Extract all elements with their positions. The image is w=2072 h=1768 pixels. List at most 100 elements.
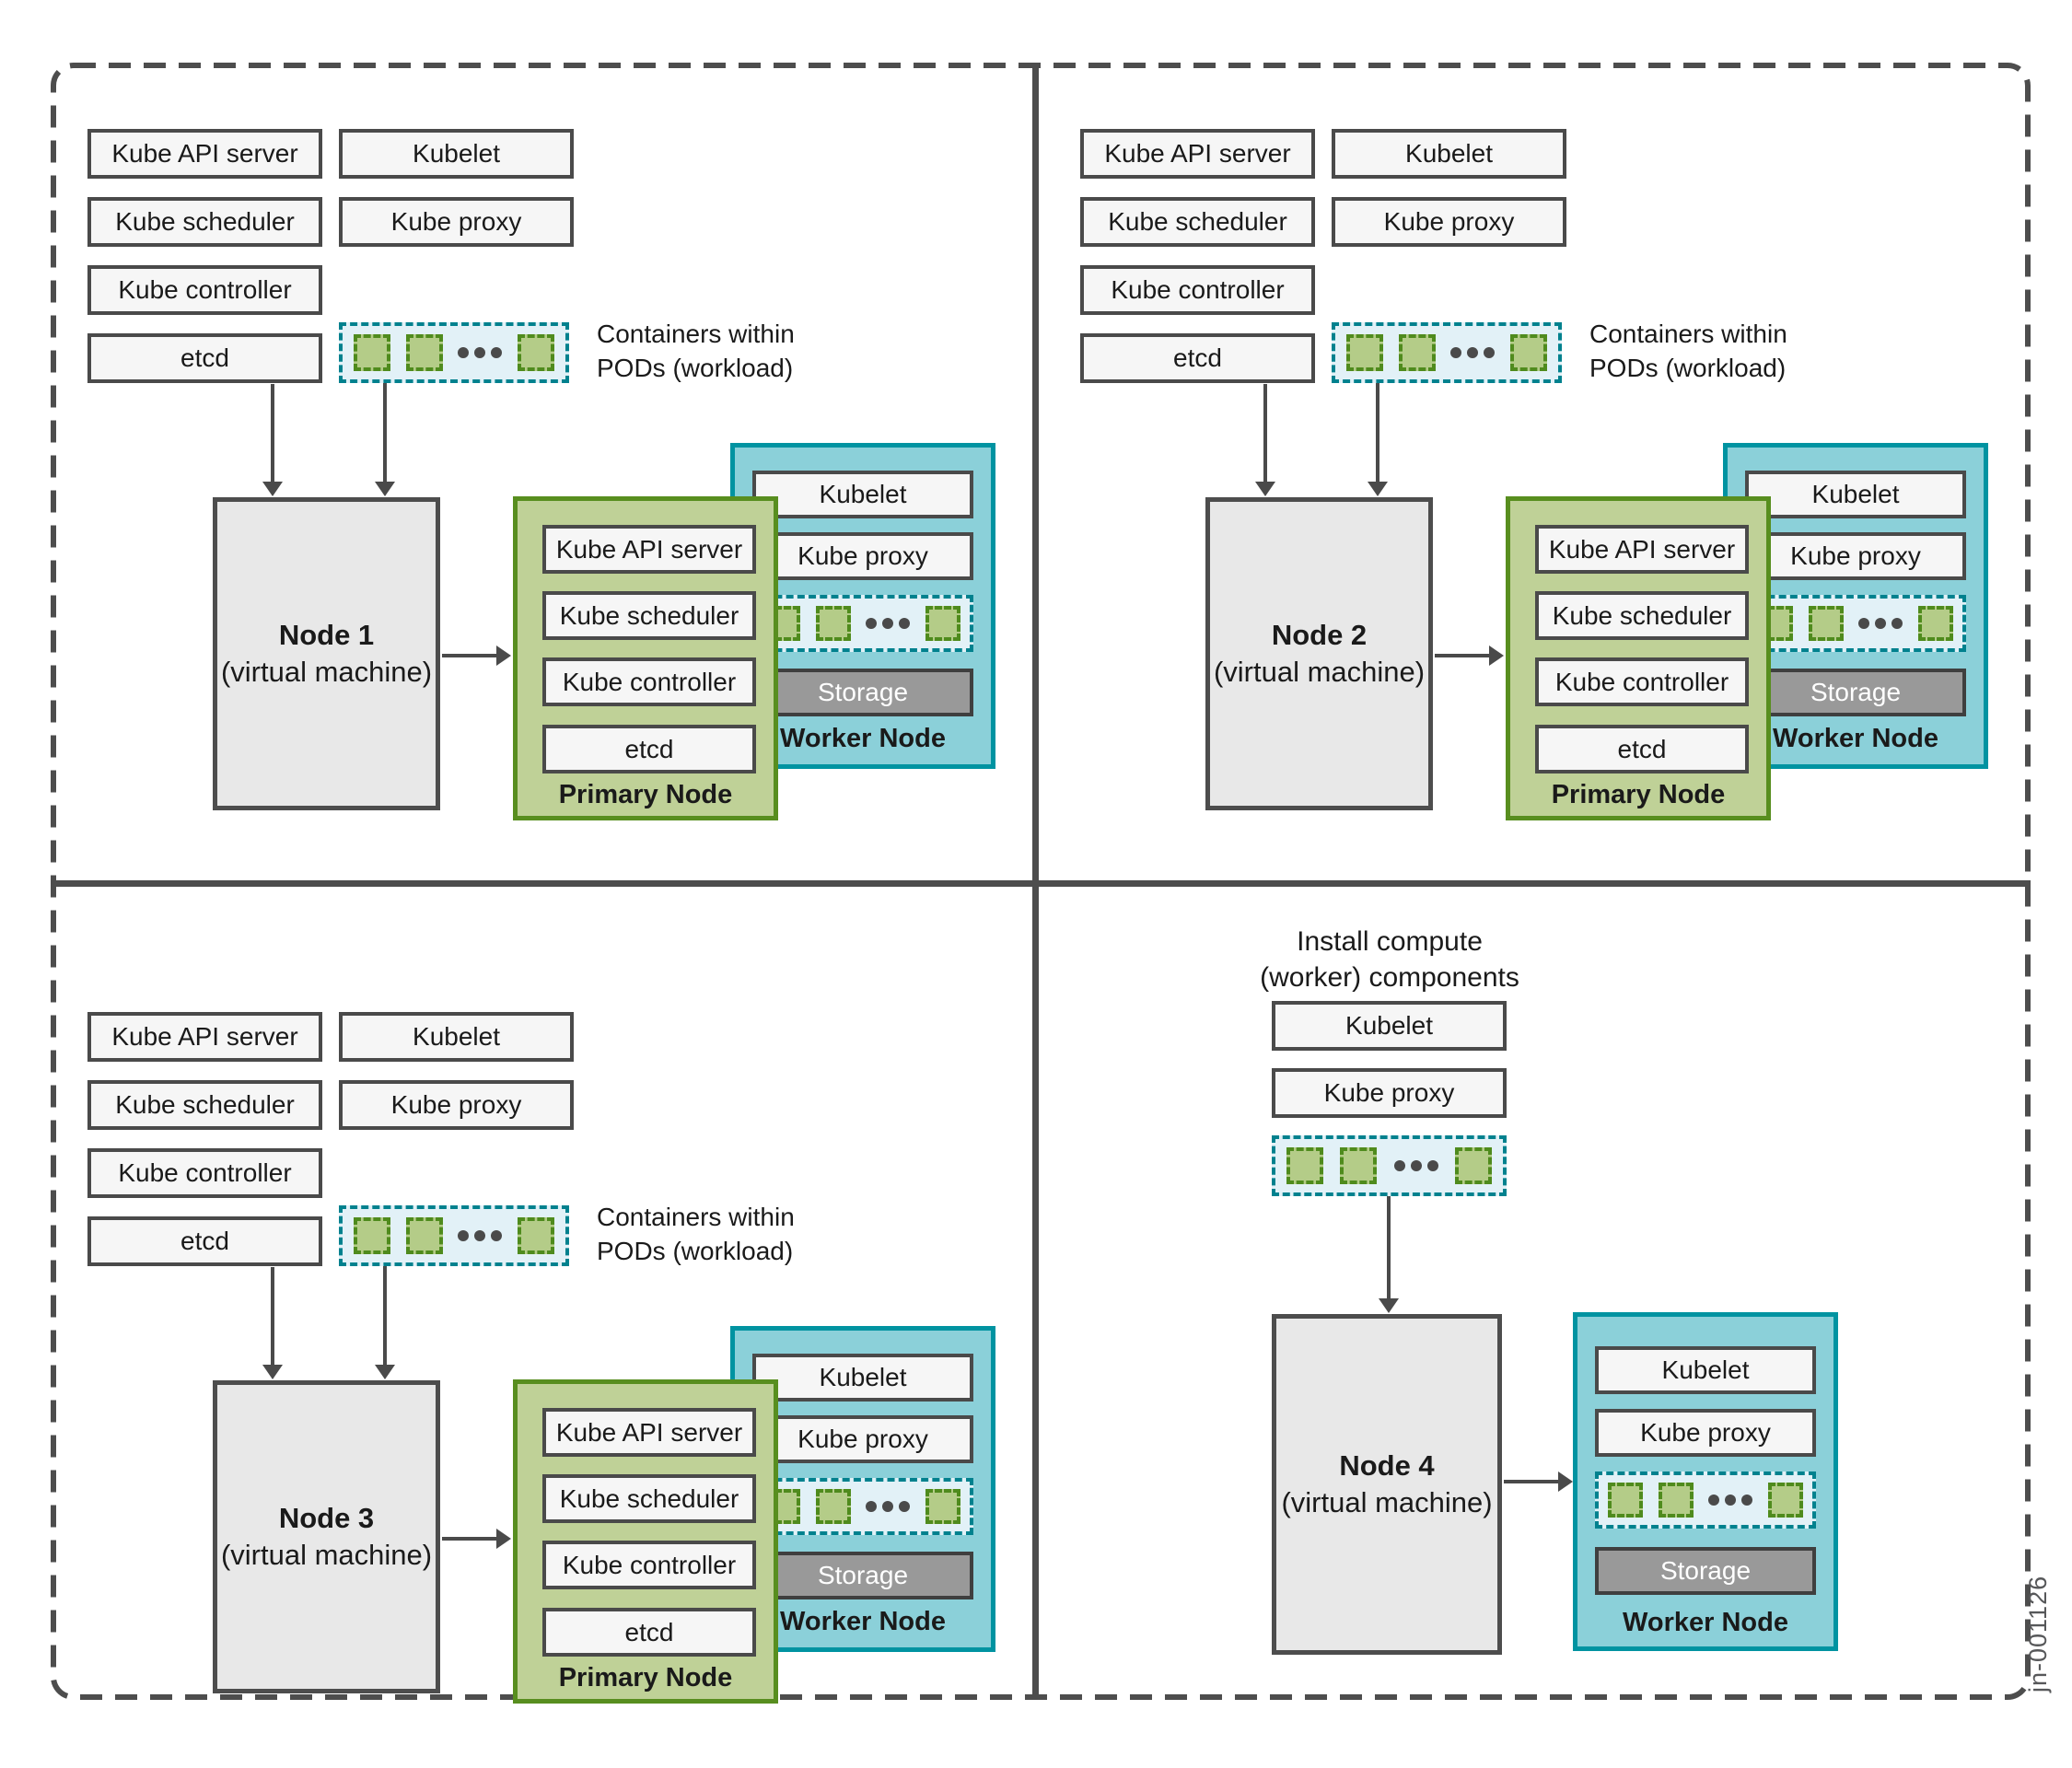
- kube-api-server-box: Kube API server: [87, 129, 322, 179]
- arrow-head: [496, 1529, 511, 1549]
- arrow-right-icon: [442, 1529, 511, 1549]
- kube-scheduler-box: Kube scheduler: [1080, 197, 1315, 247]
- pods-containers-graphic: [1745, 595, 1966, 652]
- worker-node-label: Worker Node: [1773, 724, 1938, 753]
- kube-controller-box: Kube controller: [542, 657, 756, 706]
- primary-node-label: Primary Node: [558, 780, 733, 809]
- container-box-icon: [1767, 1483, 1803, 1518]
- storage-box: Storage: [1745, 669, 1966, 716]
- kube-scheduler-box: Kube scheduler: [87, 1080, 322, 1130]
- container-box-icon: [815, 606, 851, 641]
- container-box-icon: [517, 334, 554, 371]
- kube-scheduler-box: Kube scheduler: [542, 1474, 756, 1523]
- containers-caption: Containers within PODs (workload): [597, 317, 795, 385]
- pods-containers-graphic: [752, 1478, 973, 1535]
- arrow-right-icon: [1435, 646, 1504, 666]
- node-subtitle: (virtual machine): [1213, 656, 1426, 688]
- kubelet-box: Kubelet: [339, 1012, 574, 1062]
- container-box-icon: [1658, 1483, 1694, 1518]
- node-title: Node 3: [278, 1502, 375, 1534]
- container-box-icon: [354, 1217, 390, 1254]
- container-box-icon: [1808, 606, 1844, 641]
- kube-proxy-box: Kube proxy: [1595, 1409, 1816, 1457]
- worker-node-label: Worker Node: [1623, 1608, 1788, 1637]
- figure-id: jn-001126: [2024, 1575, 2052, 1692]
- arrow-down-icon: [262, 384, 283, 496]
- primary-node-label: Primary Node: [1551, 780, 1726, 809]
- pods-containers-graphic: [339, 1205, 569, 1266]
- container-box-icon: [405, 334, 443, 371]
- kube-proxy-box: Kube proxy: [752, 532, 973, 580]
- storage-box: Storage: [752, 1552, 973, 1599]
- container-box-icon: [925, 1489, 960, 1524]
- kube-proxy-box: Kube proxy: [1272, 1068, 1507, 1118]
- ellipsis-dots-icon: [1393, 1160, 1438, 1171]
- arrow-down-icon: [375, 383, 395, 496]
- arrow-right-icon: [1504, 1471, 1573, 1492]
- node-title: Node 1: [278, 619, 375, 651]
- container-box-icon: [1340, 1147, 1378, 1184]
- pods-containers-graphic: [752, 595, 973, 652]
- containers-caption-line2: PODs (workload): [597, 1237, 794, 1265]
- kubelet-box: Kubelet: [339, 129, 574, 179]
- arrow-down-icon: [1368, 383, 1388, 496]
- ellipsis-dots-icon: [1858, 618, 1903, 629]
- quadrant-node-2: Kube API server Kube scheduler Kube cont…: [993, 0, 2029, 884]
- quadrant-node-4: Install compute (worker) components Kube…: [1035, 883, 2071, 1767]
- primary-node-box: Kube API server Kube scheduler Kube cont…: [513, 496, 778, 820]
- storage-box: Storage: [1595, 1547, 1816, 1595]
- arrow-head: [262, 482, 283, 496]
- kubelet-box: Kubelet: [1745, 471, 1966, 518]
- ellipsis-dots-icon: [866, 618, 911, 629]
- arrow-head: [1379, 1298, 1399, 1313]
- kube-controller-box: Kube controller: [1535, 657, 1749, 706]
- container-box-icon: [815, 1489, 851, 1524]
- arrow-down-icon: [262, 1267, 283, 1379]
- container-box-icon: [517, 1217, 554, 1254]
- node-vm-box: Node 4 (virtual machine): [1272, 1314, 1502, 1655]
- arrow-right-icon: [442, 646, 511, 666]
- kube-controller-box: Kube controller: [542, 1541, 756, 1589]
- arrow-head: [1558, 1471, 1573, 1492]
- quadrant-node-1: Kube API server Kube scheduler Kube cont…: [0, 0, 1036, 884]
- container-box-icon: [1398, 334, 1436, 371]
- pods-containers-graphic: [1332, 322, 1562, 383]
- kube-proxy-box: Kube proxy: [339, 197, 574, 247]
- etcd-box: etcd: [1080, 333, 1315, 383]
- node-subtitle: (virtual machine): [1281, 1486, 1493, 1518]
- arrow-head: [375, 1365, 395, 1379]
- quadrant-node-3: Kube API server Kube scheduler Kube cont…: [0, 883, 1036, 1767]
- ellipsis-dots-icon: [458, 1230, 503, 1241]
- kube-proxy-box: Kube proxy: [752, 1415, 973, 1463]
- kubelet-box: Kubelet: [1332, 129, 1566, 179]
- node-subtitle: (virtual machine): [220, 656, 433, 688]
- kubelet-box: Kubelet: [1272, 1001, 1507, 1051]
- containers-caption-line2: PODs (workload): [1589, 354, 1787, 382]
- etcd-box: etcd: [1535, 725, 1749, 774]
- ellipsis-dots-icon: [1450, 347, 1496, 358]
- kube-controller-box: Kube controller: [1080, 265, 1315, 315]
- storage-box: Storage: [752, 669, 973, 716]
- pods-containers-graphic: [1272, 1135, 1507, 1196]
- container-box-icon: [1286, 1147, 1323, 1184]
- ellipsis-dots-icon: [458, 347, 503, 358]
- primary-node-box: Kube API server Kube scheduler Kube cont…: [1506, 496, 1771, 820]
- install-components-title-line2: (worker) components: [1260, 962, 1519, 993]
- container-box-icon: [1346, 334, 1383, 371]
- worker-node-label: Worker Node: [780, 724, 946, 753]
- kube-scheduler-box: Kube scheduler: [87, 197, 322, 247]
- install-components-title-line1: Install compute: [1297, 926, 1483, 957]
- kube-proxy-box: Kube proxy: [1745, 532, 1966, 580]
- worker-node-label: Worker Node: [780, 1607, 946, 1636]
- node-subtitle: (virtual machine): [220, 1539, 433, 1571]
- etcd-box: etcd: [87, 333, 322, 383]
- arrow-down-icon: [1379, 1196, 1399, 1313]
- kube-proxy-box: Kube proxy: [339, 1080, 574, 1130]
- install-components-title: Install compute (worker) components: [1173, 924, 1606, 995]
- arrow-head: [1255, 482, 1275, 496]
- containers-caption: Containers within PODs (workload): [597, 1200, 795, 1268]
- kube-controller-box: Kube controller: [87, 1148, 322, 1198]
- kube-scheduler-box: Kube scheduler: [542, 591, 756, 640]
- containers-caption-line1: Containers within: [597, 1203, 795, 1231]
